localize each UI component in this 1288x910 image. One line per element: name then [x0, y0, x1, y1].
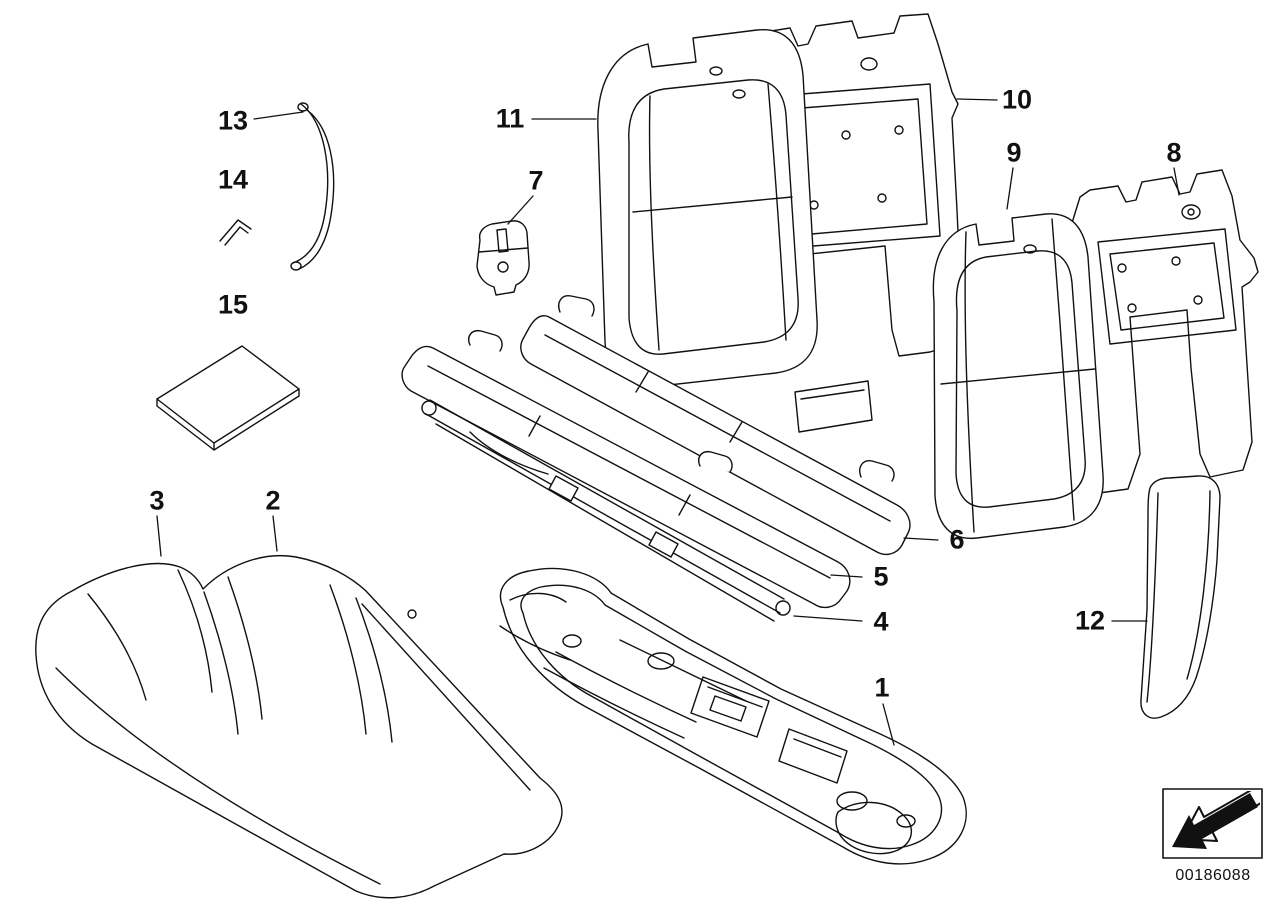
callout-10[interactable]: 10 [1001, 84, 1033, 115]
leader-line-10 [956, 98, 998, 101]
callout-13[interactable]: 13 [217, 105, 249, 136]
leader-line-13 [253, 111, 304, 120]
callout-5[interactable]: 5 [873, 561, 889, 592]
part-11-backrest-cushion-left [597, 29, 818, 389]
callout-12[interactable]: 12 [1074, 605, 1106, 636]
part-8-backrest-frame-right [1067, 169, 1259, 494]
callout-2[interactable]: 2 [265, 485, 281, 516]
leader-line-9 [1006, 167, 1014, 210]
leader-line-5 [830, 574, 863, 578]
callout-15[interactable]: 15 [217, 289, 249, 320]
leader-line-2 [272, 515, 278, 552]
part-13-retaining-strap [290, 102, 335, 271]
leader-line-3 [156, 515, 162, 557]
part-7-latch-cover [476, 220, 530, 296]
part-5-support-panel [401, 329, 851, 609]
callout-1[interactable]: 1 [874, 672, 890, 703]
part-1-seat-frame [499, 567, 967, 865]
leader-line-1 [882, 703, 895, 746]
part-9-backrest-cushion-right [932, 213, 1104, 540]
callout-8[interactable]: 8 [1166, 137, 1182, 168]
arrow-solid [1172, 793, 1258, 849]
callout-7[interactable]: 7 [528, 165, 544, 196]
callout-11[interactable]: 11 [495, 103, 525, 134]
callout-3[interactable]: 3 [149, 485, 165, 516]
callout-6[interactable]: 6 [949, 524, 965, 555]
callout-4[interactable]: 4 [873, 606, 889, 637]
leader-lines [156, 98, 1180, 746]
callout-9[interactable]: 9 [1006, 137, 1022, 168]
leader-line-8 [1173, 167, 1180, 196]
leader-line-4 [793, 615, 863, 622]
leader-line-6 [903, 537, 939, 541]
photo-direction-icon [1162, 788, 1263, 859]
leader-line-7 [507, 195, 534, 225]
diagram-id: 00186088 [1175, 867, 1251, 884]
part-15-felt-pad [156, 345, 300, 451]
part-2-3-seat-cushion [35, 555, 563, 899]
callout-14[interactable]: 14 [217, 164, 249, 195]
part-6-rear-panel [520, 295, 911, 556]
part-4-wire-frame [421, 399, 791, 622]
part-14-hook [219, 219, 252, 246]
part-12-side-trim-panel [1140, 475, 1221, 719]
